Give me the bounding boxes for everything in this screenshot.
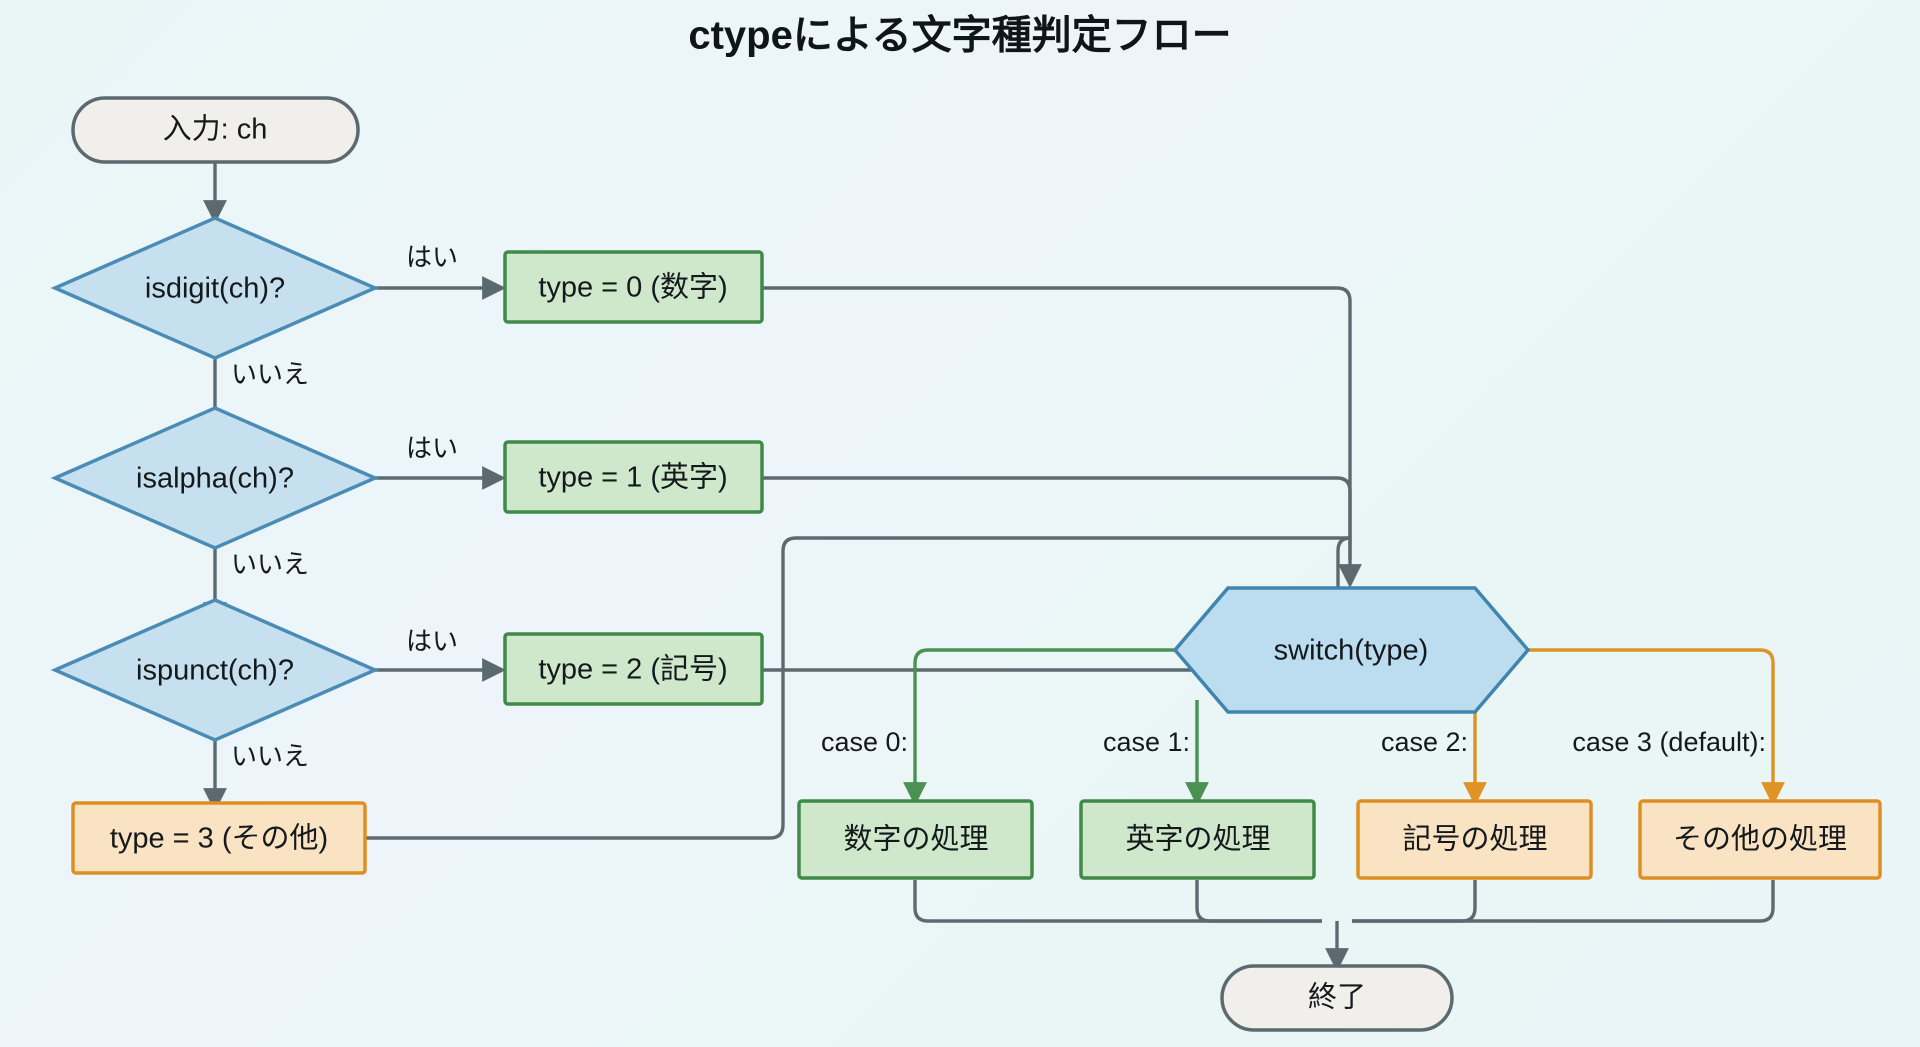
edge-p0-to-end	[913, 880, 1322, 923]
node-type3[interactable]: type = 3 (その他)	[71, 801, 367, 875]
node-switch[interactable]: switch(type)	[1172, 586, 1531, 714]
node-isalpha[interactable]: isalpha(ch)?	[50, 406, 380, 550]
edge-label-no-ispunct: いいえ	[231, 741, 309, 771]
type3-shape	[71, 801, 367, 875]
isalpha-shape	[50, 406, 380, 550]
switch-label: switch(type)	[1274, 635, 1429, 667]
edge-p1-to-end	[1195, 880, 1322, 923]
process-digit-label: 数字の処理	[843, 823, 988, 856]
node-type0[interactable]: type = 0 (数字)	[503, 250, 764, 324]
end-label: 終了	[1308, 981, 1366, 1014]
edge-label-yes-isalpha: はい	[406, 433, 458, 463]
edge-label-no-isdigit: いいえ	[231, 359, 309, 389]
edge-case3	[1528, 648, 1785, 806]
process-alpha-label: 英字の処理	[1125, 823, 1270, 856]
node-type2[interactable]: type = 2 (記号)	[503, 632, 764, 706]
edge-label-case2: case 2:	[1381, 727, 1468, 757]
isdigit-shape	[50, 216, 380, 360]
edge-case0	[903, 648, 1175, 806]
node-process-other[interactable]: その他の処理	[1638, 799, 1882, 880]
edge-label-yes-isdigit: はい	[406, 242, 458, 272]
edge-type1-to-switch	[762, 476, 1352, 560]
type1-label: type = 1 (英字)	[538, 461, 727, 494]
node-process-alpha[interactable]: 英字の処理	[1079, 799, 1316, 880]
edge-label-no-isalpha: いいえ	[231, 549, 309, 579]
process-digit-shape	[797, 799, 1034, 880]
type0-label: type = 0 (数字)	[538, 271, 727, 304]
edge-type0-to-switch	[762, 286, 1362, 588]
edge-p2-to-end	[1352, 880, 1477, 923]
isalpha-label: isalpha(ch)?	[136, 463, 294, 495]
edge-type3-to-switch	[365, 536, 1350, 840]
node-type1[interactable]: type = 1 (英字)	[503, 440, 764, 514]
type1-shape	[503, 440, 764, 514]
type0-shape	[503, 250, 764, 324]
node-process-punct[interactable]: 記号の処理	[1356, 799, 1593, 880]
process-alpha-shape	[1079, 799, 1316, 880]
start-label: 入力: ch	[163, 113, 268, 146]
edge-label-case0: case 0:	[821, 727, 908, 757]
ispunct-shape	[50, 598, 380, 742]
page-title: ctypeによる文字種判定フロー	[688, 14, 1231, 58]
process-punct-shape	[1356, 799, 1593, 880]
edge-label-case3: case 3 (default):	[1572, 727, 1766, 757]
node-start[interactable]: 入力: ch	[71, 96, 360, 164]
switch-shape	[1172, 586, 1531, 714]
node-end[interactable]: 終了	[1220, 964, 1454, 1032]
node-ispunct[interactable]: ispunct(ch)?	[50, 598, 380, 742]
type3-label: type = 3 (その他)	[110, 822, 328, 855]
type2-shape	[503, 632, 764, 706]
isdigit-label: isdigit(ch)?	[145, 273, 285, 305]
node-process-digit[interactable]: 数字の処理	[797, 799, 1034, 880]
process-other-shape	[1638, 799, 1882, 880]
process-other-label: その他の処理	[1673, 823, 1847, 856]
edge-p3-to-end	[1352, 880, 1775, 923]
end-shape	[1220, 964, 1454, 1032]
node-isdigit[interactable]: isdigit(ch)?	[50, 216, 380, 360]
edge-label-yes-ispunct: はい	[406, 626, 458, 656]
ispunct-label: ispunct(ch)?	[136, 655, 294, 687]
process-punct-label: 記号の処理	[1402, 823, 1547, 856]
start-shape	[71, 96, 360, 164]
type2-label: type = 2 (記号)	[538, 653, 727, 686]
edge-label-case1: case 1:	[1103, 727, 1190, 757]
